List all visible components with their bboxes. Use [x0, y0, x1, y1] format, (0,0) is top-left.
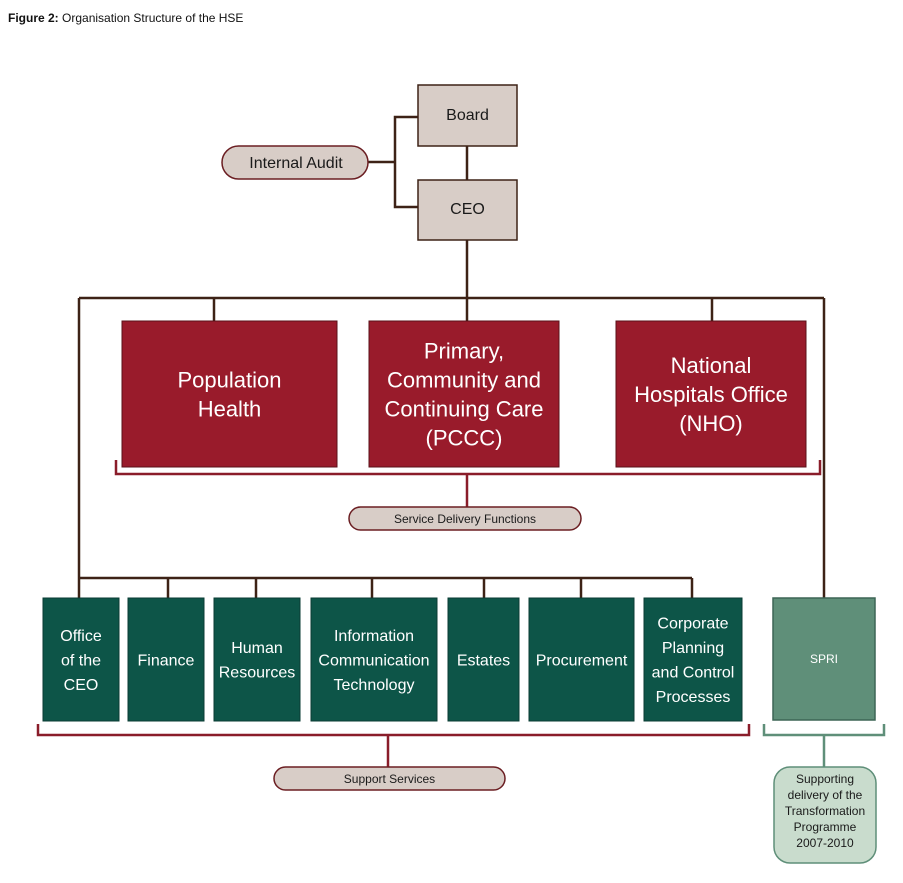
- figure-label: Figure 2:: [8, 11, 59, 25]
- ceo-box-shape: [417, 179, 518, 241]
- label-line: Transformation: [785, 804, 865, 818]
- board-box: Board: [417, 84, 518, 147]
- board-box-shape: [417, 84, 518, 147]
- label-line: Community and: [387, 367, 541, 392]
- support-unit-estates: Estates: [447, 597, 520, 722]
- support-services-pill-shape: [273, 766, 506, 791]
- finance-label: Finance: [138, 652, 195, 669]
- pccc-box: [368, 320, 560, 468]
- label-line: Human: [231, 640, 283, 657]
- board-label: Board: [446, 107, 489, 124]
- spri-note-shape: [773, 766, 877, 864]
- label-line: Corporate: [657, 616, 728, 633]
- label-line: Finance: [138, 652, 195, 669]
- service-delivery-label: Service Delivery Functions: [394, 512, 536, 526]
- label-line: Resources: [219, 665, 295, 682]
- label-line: Supporting: [796, 772, 854, 786]
- label-line: Information: [334, 628, 414, 645]
- internal-audit-label: Internal Audit: [249, 155, 343, 172]
- label-line: and Control: [652, 665, 735, 682]
- label-line: Office: [60, 628, 102, 645]
- procurement-box: [528, 597, 635, 722]
- label-line: CEO: [64, 677, 99, 694]
- office-of-ceo-box: [42, 597, 120, 722]
- population-health-box: [121, 320, 338, 468]
- label-line: Technology: [334, 677, 415, 694]
- human-resources-box: [213, 597, 301, 722]
- finance-box: [127, 597, 205, 722]
- label-line: of the: [61, 652, 101, 669]
- governance-bracket: [393, 115, 418, 209]
- support-unit-procurement: Procurement: [528, 597, 635, 722]
- service-delivery-pill: Service Delivery Functions: [348, 506, 582, 531]
- internal-audit-pill: Internal Audit: [221, 145, 369, 180]
- connector-lines: [77, 115, 826, 598]
- label-line: Planning: [662, 640, 724, 657]
- nho-box: [615, 320, 807, 468]
- ict-box: [310, 597, 438, 722]
- label-line: Health: [198, 396, 262, 421]
- figure-caption: Figure 2: Organisation Structure of the …: [8, 11, 243, 25]
- label-line: 2007-2010: [796, 836, 854, 850]
- label-line: National: [671, 353, 752, 378]
- estates-label: Estates: [457, 652, 510, 669]
- label-line: Hospitals Office: [634, 382, 788, 407]
- label-line: delivery of the: [788, 788, 863, 802]
- ceo-box: CEO: [417, 179, 518, 241]
- service-delivery-pill-shape: [348, 506, 582, 531]
- label-line: Procurement: [536, 652, 628, 669]
- support-services-brace: [36, 724, 751, 737]
- spri-label: SPRI: [810, 652, 838, 666]
- procurement-label: Procurement: [536, 652, 628, 669]
- corporate-planning-box: [643, 597, 743, 722]
- internal-audit-pill-shape: [221, 145, 369, 180]
- spri-unit: SPRI: [772, 597, 876, 721]
- ceo-label: CEO: [450, 201, 485, 218]
- label-line: Population: [178, 367, 282, 392]
- label-line: (PCCC): [426, 425, 503, 450]
- label-line: Programme: [794, 820, 857, 834]
- support-unit-finance: Finance: [127, 597, 205, 722]
- label-line: Primary,: [424, 338, 504, 363]
- support-services-pill: Support Services: [273, 766, 506, 791]
- label-line: Continuing Care: [385, 396, 544, 421]
- spri-box: [772, 597, 876, 721]
- support-services-label: Support Services: [344, 772, 435, 786]
- label-line: Processes: [656, 689, 731, 706]
- spri-brace: [762, 724, 886, 737]
- label-line: Communication: [318, 652, 429, 669]
- figure-title: Organisation Structure of the HSE: [62, 11, 244, 25]
- label-line: Estates: [457, 652, 510, 669]
- estates-box: [447, 597, 520, 722]
- label-line: (NHO): [679, 411, 743, 436]
